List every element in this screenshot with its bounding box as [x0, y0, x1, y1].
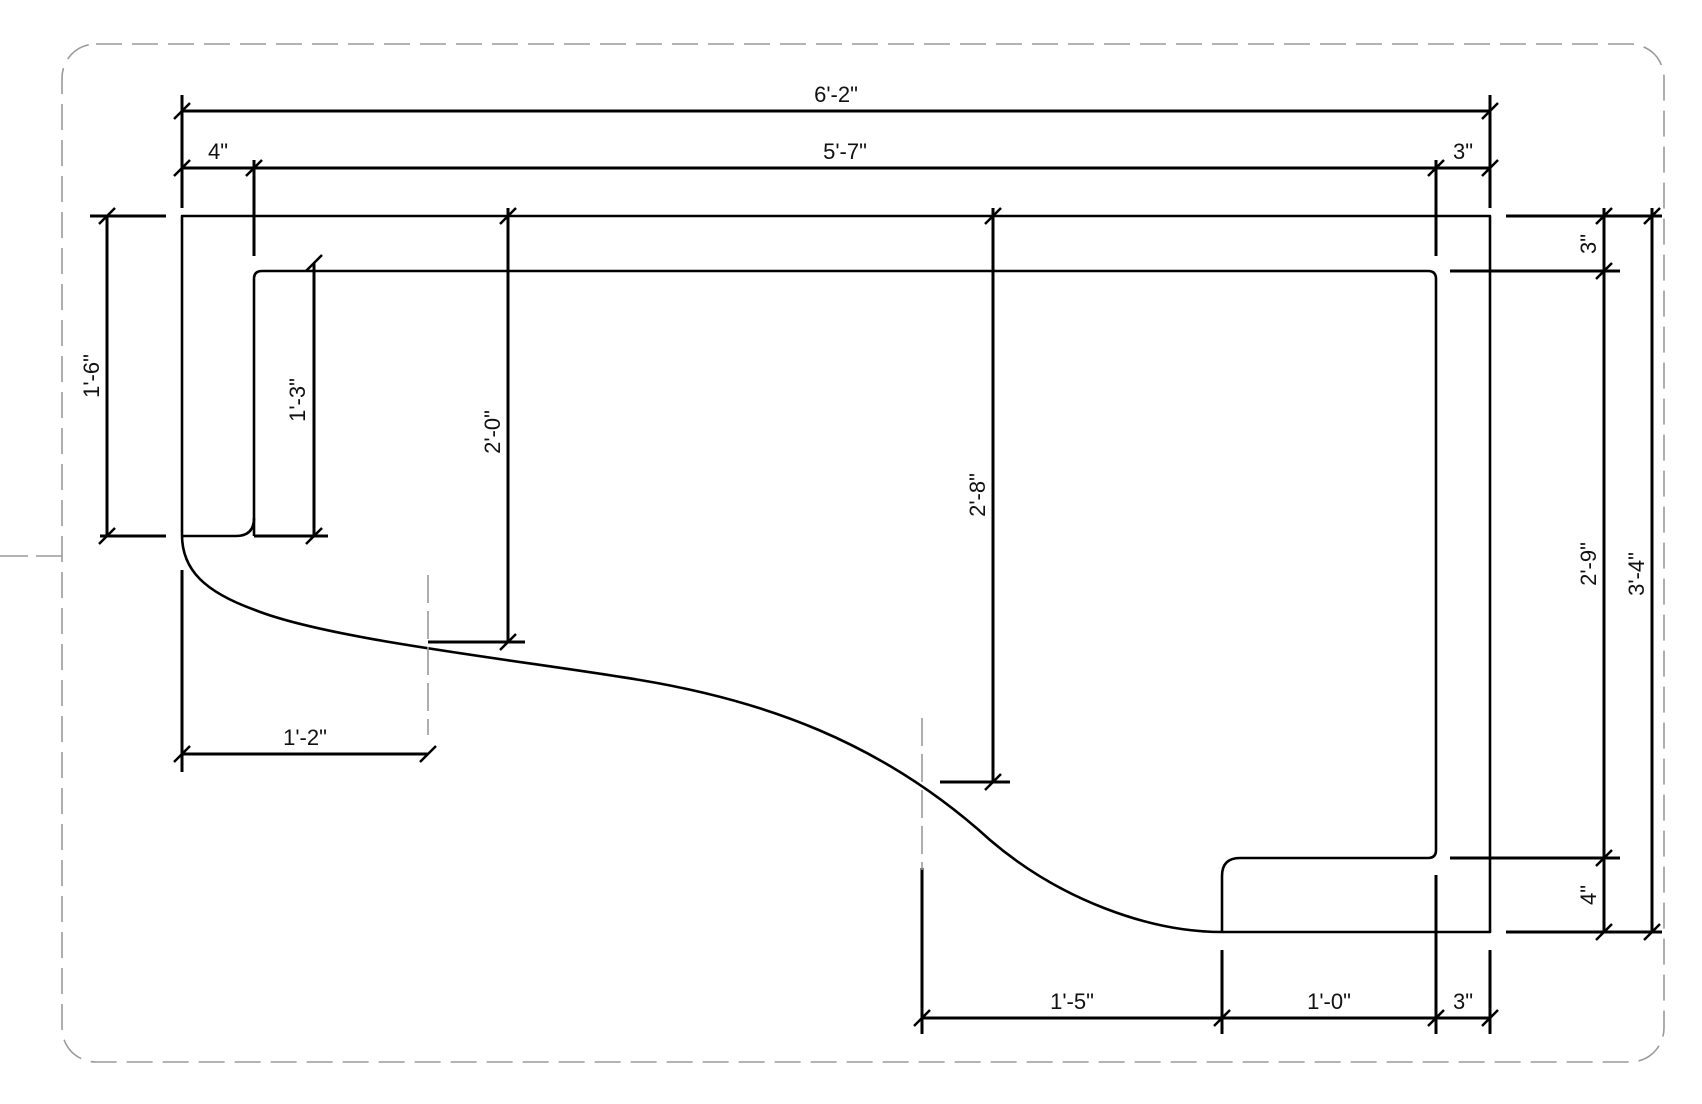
- dim-overall-depth: 3'-4": [1624, 552, 1649, 596]
- dim-bottom-return-height: 4": [1576, 885, 1601, 905]
- dim-depth-at-curve-1: 2'-0": [480, 410, 505, 454]
- left-bottom-fillet: [235, 517, 256, 538]
- dim-top-return-height: 3": [1576, 234, 1601, 254]
- inner-return-line: [252, 269, 1438, 932]
- dim-right-return-width-bottom: 3": [1453, 989, 1473, 1014]
- dimension-lines: [105, 109, 1654, 1020]
- tick-marks: [98, 102, 1661, 1027]
- dim-depth-at-curve-2: 2'-8": [965, 473, 990, 517]
- dim-curve-offset-left: 1'-2": [283, 725, 327, 750]
- dim-right-return-width-top: 3": [1453, 139, 1473, 164]
- dim-left-return-width: 4": [208, 139, 228, 164]
- dim-left-inner-depth: 1'-3": [285, 378, 310, 422]
- dim-overall-width: 6'-2": [814, 82, 858, 107]
- dim-left-outer-depth: 1'-6": [79, 354, 104, 398]
- countertop-outline: [180, 214, 1492, 934]
- sheet-frame: [61, 43, 1665, 1063]
- dim-bottom-return-width: 1'-0": [1307, 989, 1351, 1014]
- dim-inner-width: 5'-7": [823, 139, 867, 164]
- dim-curve-run-bottom: 1'-5": [1050, 989, 1094, 1014]
- dim-right-inner-depth: 2'-9": [1576, 542, 1601, 586]
- extension-lines: [90, 95, 1662, 1034]
